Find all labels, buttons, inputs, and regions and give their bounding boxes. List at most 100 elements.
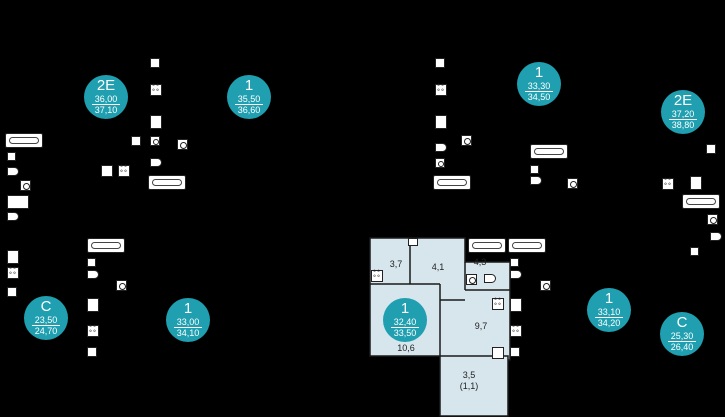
- unit-type: 1: [183, 300, 193, 317]
- unit-badge[interactable]: С 25,30 26,40: [660, 312, 704, 356]
- unit-area-total: 34,20: [597, 318, 621, 328]
- room-area-label: 10,6: [397, 343, 415, 353]
- fixture-square-icon: [87, 347, 97, 357]
- stove-icon: [510, 323, 522, 337]
- toilet-icon: [484, 274, 496, 283]
- unit-badge[interactable]: 2Е 37,20 38,80: [661, 90, 705, 134]
- washing-machine-icon: [567, 178, 578, 189]
- toilet-icon: [435, 143, 447, 152]
- unit-type: 1: [604, 290, 614, 307]
- bathtub-icon: [508, 238, 546, 253]
- unit-area-total: 37,10: [94, 105, 118, 115]
- stove-icon: [662, 176, 674, 190]
- unit-badge[interactable]: 1 33,10 34,20: [587, 288, 631, 332]
- stove-icon: [87, 323, 99, 337]
- room-area-label: 3,7: [389, 259, 403, 269]
- unit-area-living: 37,20: [669, 109, 697, 120]
- room-area-label: 4,3: [473, 257, 487, 267]
- unit-type: 2Е: [96, 77, 116, 94]
- stove-icon: [492, 296, 504, 310]
- unit-badge[interactable]: С 23,50 24,70: [24, 296, 68, 340]
- unit-type: 1: [400, 300, 410, 317]
- apartment-walls: [370, 238, 510, 356]
- washing-machine-icon: [461, 135, 472, 146]
- fixture-square-icon: [7, 152, 16, 161]
- fixture-square-icon: [706, 144, 716, 154]
- toilet-icon: [510, 270, 522, 279]
- bathtub-icon: [468, 238, 506, 253]
- unit-badge[interactable]: 1 33,30 34,50: [517, 62, 561, 106]
- unit-type: С: [676, 314, 688, 331]
- stove-icon: [435, 82, 447, 96]
- fixture-square-icon: [87, 298, 99, 312]
- fixture-square-icon: [408, 238, 418, 246]
- fixture-square-icon: [7, 195, 29, 209]
- toilet-icon: [150, 158, 162, 167]
- stove-icon: [118, 163, 130, 177]
- toilet-icon: [87, 270, 99, 279]
- stove-icon: [371, 268, 383, 282]
- unit-area-total: 34,10: [176, 328, 200, 338]
- unit-area-living: 36,00: [92, 94, 120, 105]
- room-area-label: (1,1): [459, 381, 479, 391]
- unit-type: С: [40, 298, 52, 315]
- fixture-square-icon: [510, 298, 522, 312]
- unit-area-living: 33,00: [174, 317, 202, 328]
- unit-area-living: 35,50: [235, 94, 263, 105]
- fixture-square-icon: [435, 115, 447, 129]
- fixture-square-icon: [7, 250, 19, 264]
- unit-area-total: 36,60: [237, 105, 261, 115]
- fixture-square-icon: [7, 287, 17, 297]
- fixture-square-icon: [87, 258, 96, 267]
- fixture-square-icon: [690, 176, 702, 190]
- room-area-label: 4,1: [431, 262, 445, 272]
- toilet-icon: [7, 167, 19, 176]
- stove-icon: [150, 82, 162, 96]
- toilet-icon: [530, 176, 542, 185]
- fixture-square-icon: [492, 347, 504, 359]
- unit-area-living: 33,30: [525, 81, 553, 92]
- washing-machine-icon: [466, 274, 477, 285]
- toilet-icon: [7, 212, 19, 221]
- unit-area-total: 33,50: [393, 328, 417, 338]
- washing-machine-icon: [707, 214, 718, 225]
- unit-area-living: 25,30: [668, 331, 696, 342]
- unit-area-total: 26,40: [670, 342, 694, 352]
- unit-area-total: 38,80: [671, 120, 695, 130]
- unit-area-total: 34,50: [527, 92, 551, 102]
- bathtub-icon: [87, 238, 125, 253]
- fixture-square-icon: [150, 58, 160, 68]
- fixture-square-icon: [150, 115, 162, 129]
- unit-badge[interactable]: 1 33,00 34,10: [166, 298, 210, 342]
- washing-machine-icon: [177, 139, 188, 150]
- washing-machine-icon: [540, 280, 551, 291]
- sink-icon: [435, 158, 445, 168]
- fixture-square-icon: [101, 165, 113, 177]
- fixture-square-icon: [690, 247, 699, 256]
- unit-type: 1: [244, 77, 254, 94]
- stove-icon: [7, 265, 19, 279]
- washing-machine-icon: [20, 180, 31, 191]
- room-area-label: 3,5: [462, 370, 476, 380]
- toilet-icon: [710, 232, 722, 241]
- unit-badge-selected[interactable]: 1 32,40 33,50: [383, 298, 427, 342]
- fixture-square-icon: [131, 136, 141, 146]
- sink-icon: [150, 136, 160, 146]
- fixture-square-icon: [510, 258, 519, 267]
- washing-machine-icon: [116, 280, 127, 291]
- bathtub-icon: [682, 194, 720, 209]
- bathtub-icon: [5, 133, 43, 148]
- fixture-square-icon: [530, 165, 539, 174]
- bathtub-icon: [530, 144, 568, 159]
- unit-type: 2Е: [673, 92, 693, 109]
- fixture-square-icon: [510, 347, 520, 357]
- unit-area-living: 23,50: [32, 315, 60, 326]
- building-walls: [293, 200, 560, 262]
- unit-badge[interactable]: 2Е 36,00 37,10: [84, 75, 128, 119]
- unit-badge[interactable]: 1 35,50 36,60: [227, 75, 271, 119]
- bathtub-icon: [433, 175, 471, 190]
- unit-area-living: 32,40: [391, 317, 419, 328]
- unit-area-living: 33,10: [595, 307, 623, 318]
- unit-area-total: 24,70: [34, 326, 58, 336]
